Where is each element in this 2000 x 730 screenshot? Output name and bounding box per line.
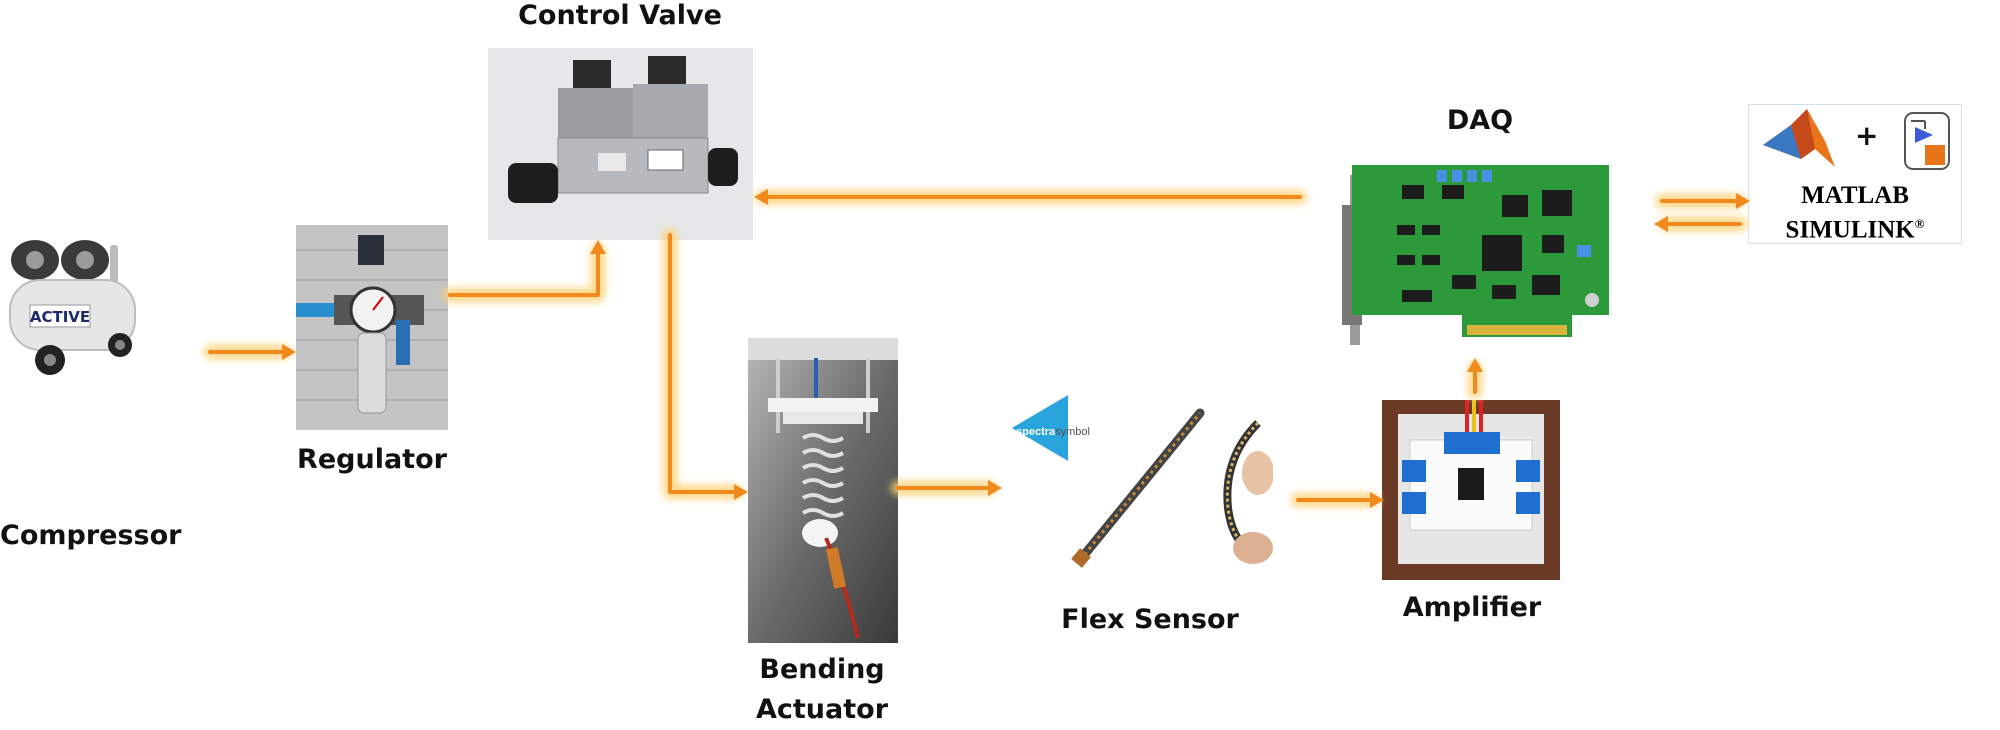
brand-light: symbol <box>1055 426 1090 438</box>
flex-sensor-bent-image <box>1218 418 1273 570</box>
compressor-image: ACTIVE <box>5 230 140 380</box>
spectra-symbol-brand: spectrasymbol <box>1016 426 1090 438</box>
arrow-valve-to-actuator <box>668 233 740 494</box>
control-valve-label: Control Valve <box>518 0 722 31</box>
arrow-core-group <box>208 195 1742 502</box>
plus-sign: + <box>1855 119 1879 152</box>
regulator-image <box>296 225 448 430</box>
simulink-label: SIMULINK® <box>1749 209 1961 244</box>
amplifier-label: Amplifier <box>1402 592 1542 623</box>
registered-mark: ® <box>1914 216 1925 231</box>
amplifier-image <box>1382 400 1560 580</box>
daq-label: DAQ <box>1446 105 1514 136</box>
brand-bold: spectra <box>1016 426 1056 438</box>
matlab-simulink-box: + MATLAB SIMULINK® <box>1748 104 1962 244</box>
bending-actuator-image <box>748 338 898 643</box>
bending-actuator-label-2: Actuator <box>755 694 889 725</box>
spectra-symbol-logo <box>1012 395 1068 461</box>
compressor-label: Compressor <box>0 520 182 551</box>
arrow-regulator-to-valve <box>448 248 600 297</box>
daq-card-image <box>1342 165 1617 363</box>
control-valve-image <box>488 48 753 240</box>
bending-actuator-label-1: Bending <box>759 654 885 685</box>
simulink-text: SIMULINK <box>1785 216 1915 244</box>
svg-text:ACTIVE: ACTIVE <box>30 308 90 326</box>
regulator-label: Regulator <box>297 444 447 475</box>
flex-sensor-label: Flex Sensor <box>1061 604 1239 635</box>
arrow-glow-group <box>203 190 1747 507</box>
arrowheads-group <box>282 189 1750 508</box>
matlab-label: MATLAB <box>1801 182 1909 209</box>
flex-sensor-strip-image <box>1070 405 1210 570</box>
